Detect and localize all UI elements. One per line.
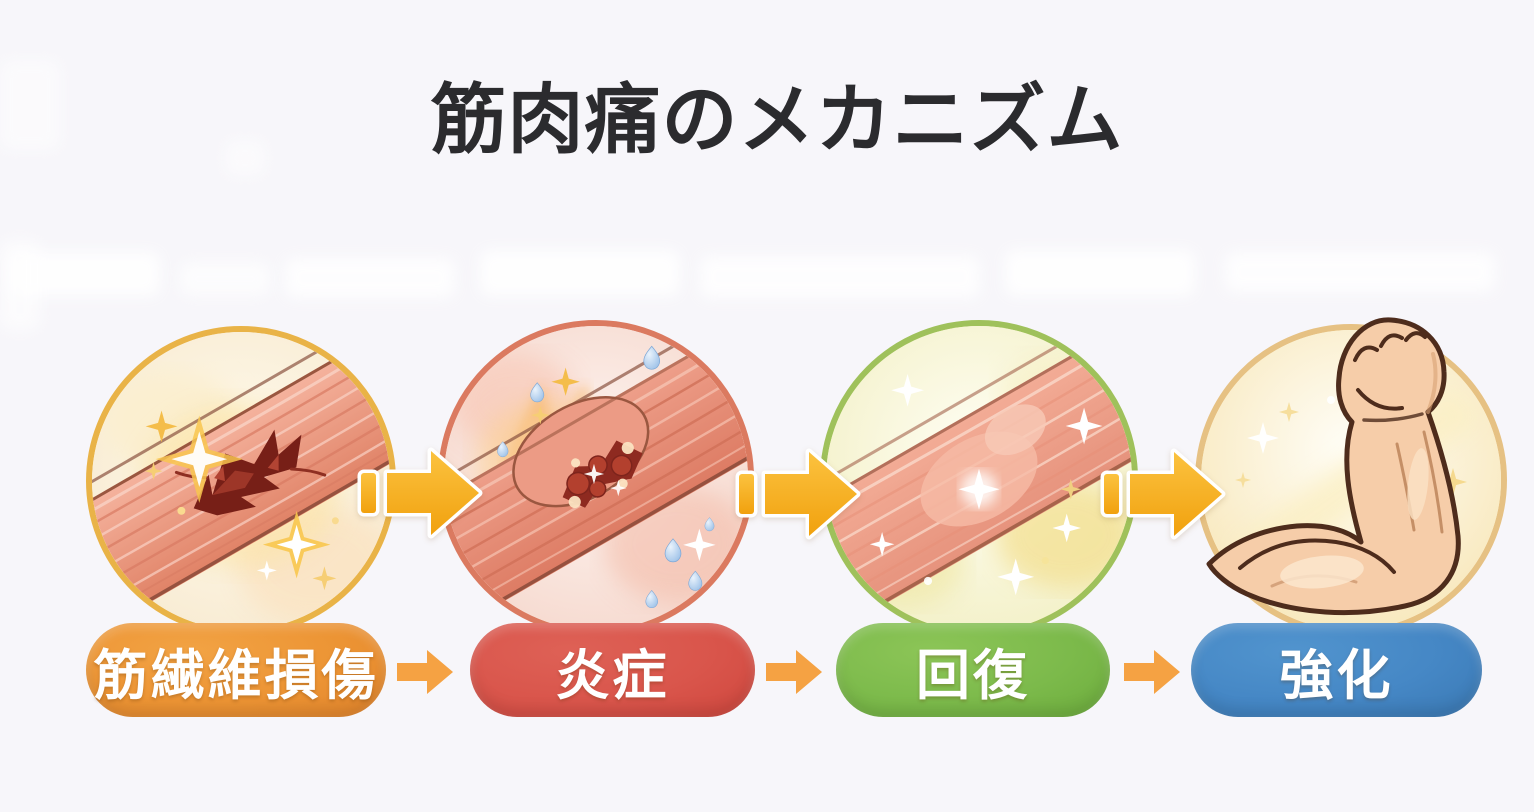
texture-mark <box>0 240 40 330</box>
stage-pill-inflammation: 炎症 <box>470 623 755 717</box>
stage-circle-strengthening <box>1195 324 1507 636</box>
torn-muscle-fiber-icon <box>92 332 390 630</box>
golden-glow-background <box>1201 330 1501 630</box>
big-arrow-damage-to-inflammation-icon <box>355 441 487 545</box>
page-title: 筋肉痛のメカニズム <box>430 78 1124 163</box>
texture-mark <box>1005 250 1195 296</box>
inflamed-swollen-muscle-icon <box>444 326 748 630</box>
stage-pill-strengthening: 強化 <box>1191 623 1482 717</box>
small-arrow-icon <box>1124 648 1182 696</box>
texture-mark <box>1225 252 1495 292</box>
texture-mark <box>700 256 980 298</box>
stage-label: 強化 <box>1279 645 1394 706</box>
stage-label: 炎症 <box>555 645 670 706</box>
texture-mark <box>285 258 455 298</box>
stage-pill-muscle-fiber-damage: 筋繊維損傷 <box>86 623 386 717</box>
texture-mark <box>180 262 270 296</box>
big-arrow-inflammation-to-recovery-icon <box>733 442 865 546</box>
stage-label: 筋繊維損傷 <box>93 645 379 706</box>
texture-mark <box>480 250 680 296</box>
stage-circle-recovery <box>820 320 1138 638</box>
small-arrow-icon <box>397 648 455 696</box>
texture-mark <box>10 252 160 296</box>
stage-circle-muscle-fiber-damage <box>86 326 396 636</box>
big-arrow-recovery-to-strengthening-icon <box>1098 442 1230 546</box>
small-arrow-icon <box>766 648 824 696</box>
healed-muscle-icon <box>826 326 1132 632</box>
stage-label: 回復 <box>916 645 1030 706</box>
stage-pill-recovery: 回復 <box>836 623 1110 717</box>
